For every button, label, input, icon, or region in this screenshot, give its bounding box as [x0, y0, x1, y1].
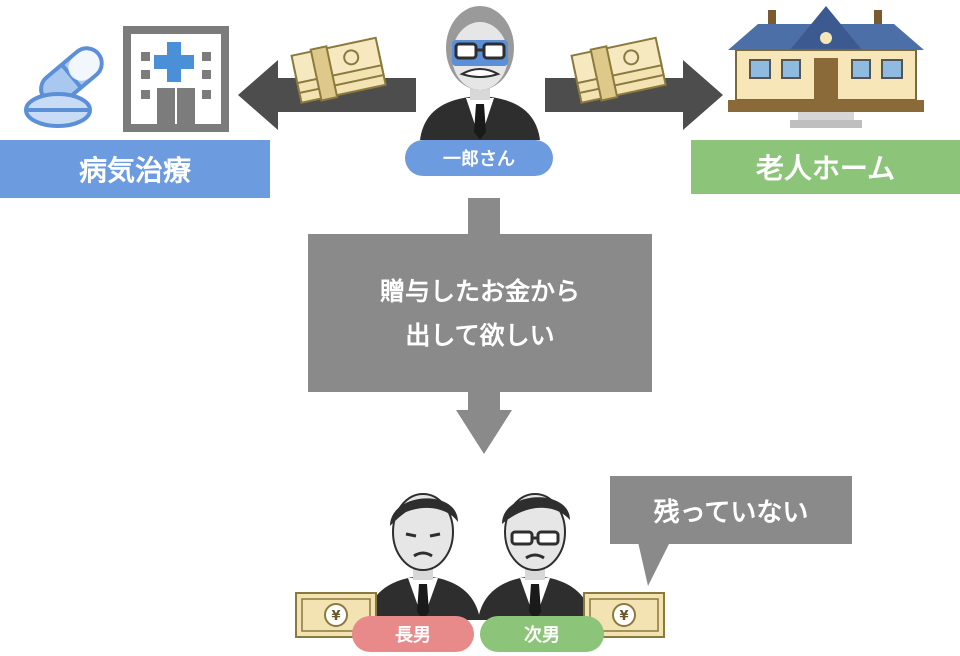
son1-label-text: 長男 — [395, 625, 431, 646]
son2-label: 次男 — [480, 616, 604, 652]
left-label-box: 病気治療 — [0, 140, 270, 198]
son2-label-text: 次男 — [524, 625, 560, 646]
flow-box-line2: 出して欲しい — [405, 321, 555, 350]
flow-box-line1: 贈与したお金から — [379, 277, 580, 306]
speech-bubble — [610, 476, 852, 586]
house-icon — [728, 6, 924, 128]
flow-arrow-down — [308, 198, 652, 454]
left-label: 病気治療 — [78, 154, 191, 187]
arrow-right-icon — [545, 60, 723, 130]
pills-icon — [24, 46, 104, 128]
money-bundle-icon — [290, 36, 387, 104]
svg-text:¥: ¥ — [331, 609, 340, 624]
son-avatar-icon — [366, 493, 480, 620]
son-avatar-icon — [478, 493, 592, 620]
banknote-yen-icon: ¥ — [583, 592, 665, 638]
speech-text-span: 残っていない — [653, 497, 809, 528]
son1-label: 長男 — [352, 616, 474, 652]
right-label-box: 老人ホーム — [691, 140, 960, 194]
father-label-text: 一郎さん — [443, 149, 515, 170]
money-bundle-icon — [570, 36, 667, 104]
speech-text: 残っていない — [610, 476, 852, 544]
svg-text:¥: ¥ — [619, 609, 628, 624]
flow-box-text: 贈与したお金から 出して欲しい — [308, 270, 652, 358]
hospital-icon — [123, 26, 229, 132]
father-label: 一郎さん — [405, 140, 553, 176]
grandfather-avatar-icon — [420, 6, 540, 140]
right-label: 老人ホーム — [755, 152, 896, 185]
